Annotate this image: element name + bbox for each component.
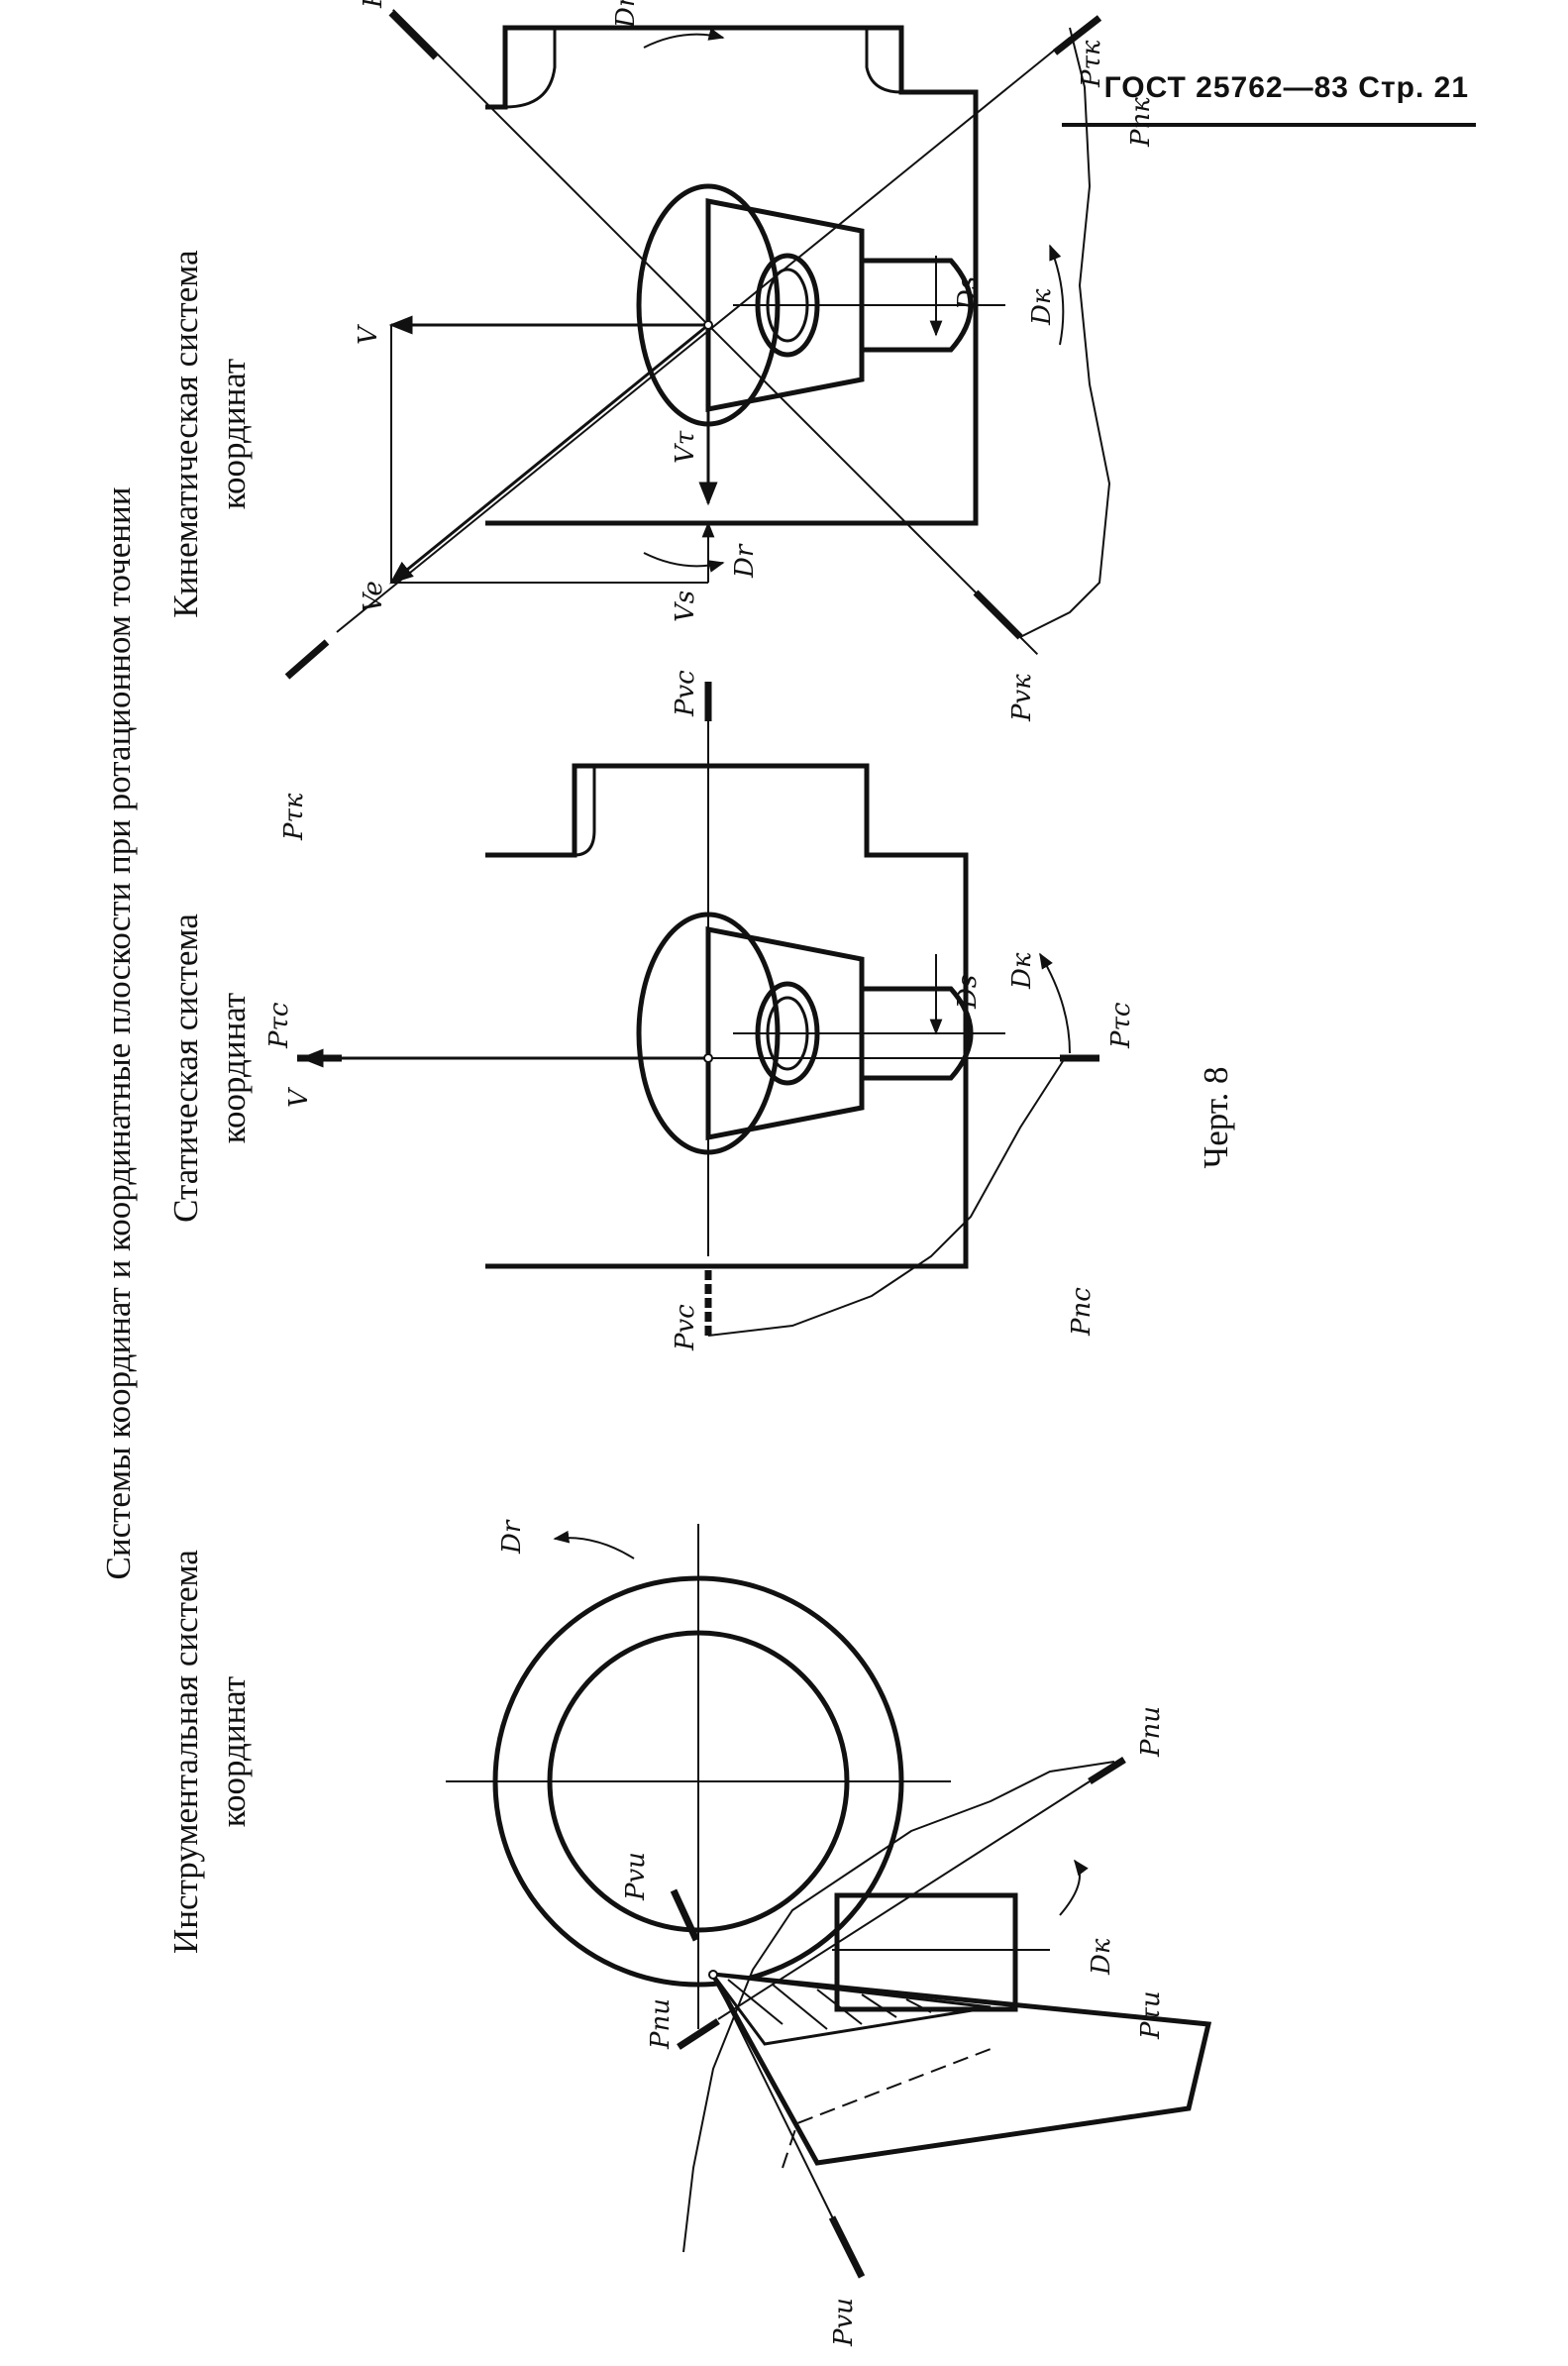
dr-rotation-arrow-bottom <box>643 552 725 573</box>
dk-rotation-arrow <box>1039 952 1071 1054</box>
label-ptau-c-top: Pτc <box>264 1002 294 1049</box>
dk-rotation-arrow <box>1049 244 1065 346</box>
cutting-point <box>703 1053 713 1063</box>
label-dk: Dк <box>1087 1938 1116 1976</box>
workpiece-outline <box>485 25 979 526</box>
dr-rotation-arrow-top <box>643 28 725 49</box>
label-pnk: Pnк <box>1126 97 1156 148</box>
label-dr: Dr <box>497 1519 527 1555</box>
label-ptau-u: Pτu <box>1136 1990 1166 2040</box>
dr-rotation-arrow <box>553 1530 635 1559</box>
tool-axis-dashed <box>782 2048 992 2169</box>
plane-pvk-mark-bottom <box>973 590 1023 640</box>
label-v: V <box>284 1087 314 1108</box>
plane-pvu-mark-bottom <box>828 2215 866 2279</box>
header-underline <box>1062 123 1476 127</box>
plane-pnu-line <box>717 1780 1091 2020</box>
label-ds: Ds <box>953 276 983 311</box>
hatch-line <box>772 1984 828 2030</box>
label-ds: Ds <box>953 975 983 1010</box>
label-ve: Ve <box>359 581 388 612</box>
cup-cutter-body <box>708 1972 1212 2166</box>
label-pvk-bottom: Pvк <box>1007 674 1037 722</box>
plane-pvk-line <box>392 9 1039 656</box>
plane-pnu-mark-left <box>677 2018 720 2050</box>
cutting-point <box>708 1970 718 1980</box>
plane-pvu-line <box>712 1974 853 2258</box>
kinematic-view: Pvк Pvк Pτк Pτк Pnк V Vτ Ve Vs Dr Dr Ds … <box>279 0 1156 841</box>
workpiece-outline <box>485 763 969 1269</box>
plane-pnc-boundary <box>707 1057 1066 1337</box>
label-pvc-right: Pvc <box>671 670 700 717</box>
plane-pvu-mark-top <box>670 1888 700 1942</box>
label-pnc: Pnc <box>1067 1287 1097 1337</box>
instrumental-view: Pnu Pnu Pvu Pvu Pτu Dr Dк <box>446 1519 1212 2347</box>
plane-pvk-mark-top <box>388 10 439 60</box>
label-pnu-right: Pnu <box>1136 1706 1166 1758</box>
hatch-line <box>727 1979 784 2025</box>
hatch-line <box>861 1993 897 2018</box>
workpiece-fillet <box>504 28 557 109</box>
label-dk: Dк <box>1027 288 1057 326</box>
plane-ptauk-mark-bottom <box>284 639 330 680</box>
label-pnu-left: Pnu <box>646 1998 676 2050</box>
cup-cutter <box>705 197 865 413</box>
plane-ptauk-line <box>336 37 1071 633</box>
label-vs: Vs <box>671 591 700 622</box>
plane-pnk-boundary <box>1019 27 1111 638</box>
plane-ptau-u-boundary <box>682 1761 1115 2253</box>
standard-page-header: ГОСТ 25762—83 Стр. 21 <box>1103 71 1469 104</box>
label-dr-bottom: Dr <box>730 543 760 579</box>
workpiece-fillet-right <box>865 28 902 94</box>
label-pvu-top: Pvu <box>621 1852 651 1901</box>
velocity-vector-ve <box>389 323 709 585</box>
dk-rotation-arrow <box>1059 1859 1089 1916</box>
label-pvk-top: Pvк <box>359 0 388 9</box>
workpiece-fillet-bottom <box>574 766 596 857</box>
label-v: V <box>354 324 383 345</box>
figure-number: Черт. 8 <box>1197 1066 1235 1169</box>
label-dr-top: Dr <box>611 0 641 29</box>
plane-pnu-mark-right <box>1088 1757 1126 1784</box>
label-ptau-k-bottom: Pτк <box>279 793 309 841</box>
label-pvc-left: Pvc <box>671 1304 700 1351</box>
cutter-shank <box>834 1892 1018 2012</box>
label-dk: Dк <box>1007 952 1037 990</box>
label-ptau-k-top: Pτк <box>1077 40 1106 88</box>
label-vtau: Vτ <box>671 430 700 464</box>
plane-ptauk-mark-top <box>1052 15 1102 55</box>
label-pvu-bottom: Pvu <box>829 2298 859 2347</box>
label-ptau-c-bottom: Pτc <box>1106 1002 1136 1049</box>
static-view: Pvc Pvc Pτc Pτc Pnc V Ds Dк <box>264 670 1136 1351</box>
cutting-point <box>703 320 713 330</box>
